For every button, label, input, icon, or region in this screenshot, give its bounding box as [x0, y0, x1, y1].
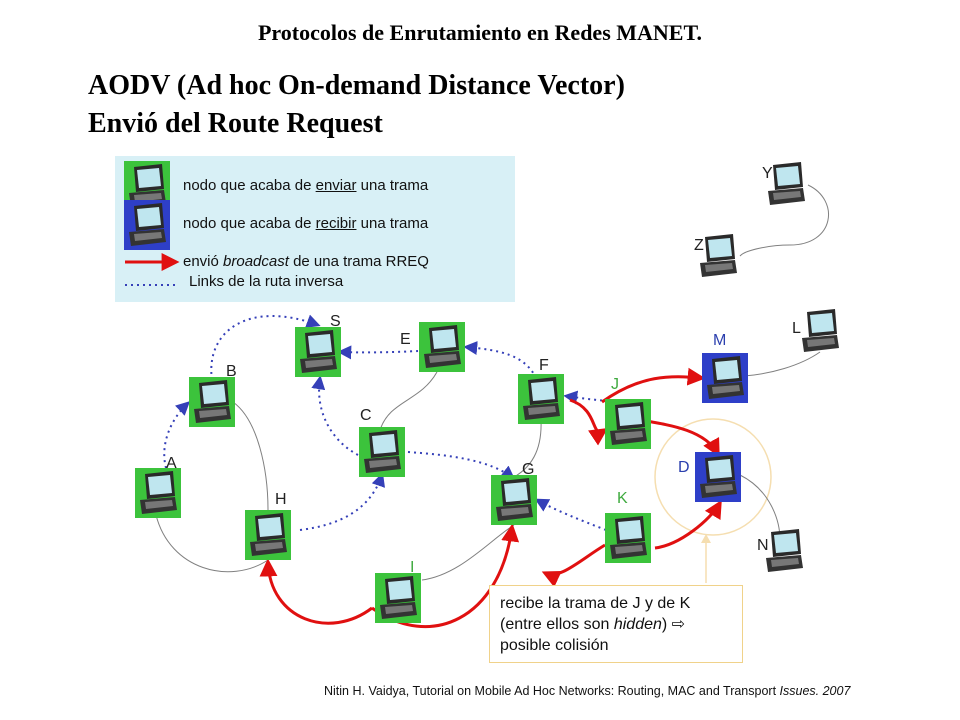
link-c-e	[379, 371, 438, 431]
node-m-laptop-icon	[702, 353, 748, 403]
node-j-laptop-icon	[605, 399, 651, 449]
nodes-layer: S E F B C A H G I J K M D Y Z L N	[135, 162, 839, 623]
node-s-label: S	[330, 313, 341, 330]
node-i-laptop-icon	[375, 573, 421, 623]
node-f-laptop-icon	[518, 374, 564, 424]
legend-received-text: nodo que acaba de recibir una trama	[183, 215, 429, 232]
node-l-laptop-icon	[802, 309, 839, 352]
rreq-arrows	[259, 367, 722, 629]
callout-pointer-head	[701, 534, 711, 543]
node-h-laptop-icon	[245, 510, 291, 560]
node-i-label: I	[410, 559, 414, 576]
reverse-links	[163, 314, 609, 531]
node-k-label: K	[617, 490, 628, 507]
node-l-label: L	[792, 320, 801, 337]
link-a-h	[155, 514, 269, 573]
legend-broadcast-text: envió broadcast de una trama RREQ	[183, 253, 429, 270]
node-k-laptop-icon	[605, 513, 651, 563]
rreq-k-d	[654, 499, 722, 550]
citation: Nitin H. Vaidya, Tutorial on Mobile Ad H…	[324, 684, 851, 698]
heading-route-request: Envió del Route Request	[88, 108, 383, 139]
node-a-label: A	[166, 455, 177, 472]
node-d-label: D	[678, 459, 690, 476]
node-y-laptop-icon	[768, 162, 805, 205]
reverse-c-g	[407, 451, 516, 480]
link-f-g	[513, 419, 542, 478]
node-z-laptop-icon	[700, 234, 737, 277]
heading-protocol: AODV (Ad hoc On-demand Distance Vector)	[88, 70, 625, 101]
node-a-laptop-icon	[135, 468, 181, 518]
rreq-j-m	[601, 367, 706, 404]
link-d-n	[739, 474, 781, 541]
node-j-label: J	[611, 376, 619, 393]
callout-line-1: recibe la trama de J y de K	[500, 595, 691, 612]
callout-line-2: (entre ellos son hidden) ⇨	[500, 616, 686, 633]
reverse-e-s	[337, 345, 419, 360]
range-circle	[654, 418, 772, 536]
legend-received-laptop-icon	[124, 200, 170, 250]
link-m-l	[743, 351, 821, 377]
node-e-label: E	[400, 331, 411, 348]
slide-title: Protocolos de Enrutamiento en Redes MANE…	[257, 20, 703, 45]
link-b-h	[232, 401, 269, 511]
reverse-k-g	[534, 498, 607, 531]
node-y-label: Y	[762, 165, 773, 182]
rreq-i-h	[259, 558, 373, 625]
node-f-label: F	[539, 357, 549, 374]
collision-callout: recibe la trama de J y de K (entre ellos…	[489, 585, 743, 663]
node-c-label: C	[360, 407, 372, 424]
node-b-label: B	[226, 363, 237, 380]
callout-line-3: posible colisión	[500, 637, 609, 654]
node-d-laptop-icon	[695, 452, 741, 502]
node-e-laptop-icon	[419, 322, 465, 372]
node-g-label: G	[522, 461, 534, 478]
reverse-c-s	[311, 375, 359, 456]
legend-icons	[124, 161, 180, 286]
node-c-laptop-icon	[359, 427, 405, 477]
node-n-laptop-icon	[766, 529, 803, 572]
node-s-laptop-icon	[295, 327, 341, 377]
legend-sent-text: nodo que acaba de enviar una trama	[183, 177, 429, 194]
legend-panel: nodo que acaba de enviar una trama nodo …	[115, 156, 515, 302]
node-n-label: N	[757, 537, 769, 554]
reverse-h-c	[299, 472, 385, 531]
reverse-f-e	[463, 341, 537, 379]
link-y-z	[739, 184, 830, 257]
reverse-a-b	[163, 401, 191, 469]
rreq-k-curve	[541, 543, 606, 588]
node-b-laptop-icon	[189, 377, 235, 427]
node-z-label: Z	[694, 237, 704, 254]
node-h-label: H	[275, 491, 287, 508]
rreq-j-curve	[569, 398, 608, 446]
node-g-laptop-icon	[491, 475, 537, 525]
rreq-j-d	[639, 418, 720, 458]
node-m-label: M	[713, 332, 726, 349]
legend-reverse-text: Links de la ruta inversa	[189, 273, 344, 290]
